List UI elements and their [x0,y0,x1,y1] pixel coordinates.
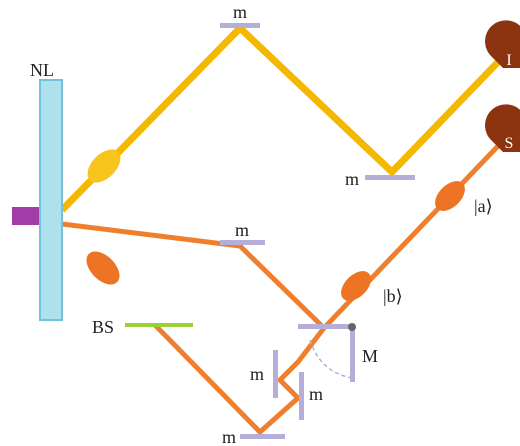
state-a-label: |a⟩ [474,196,493,216]
nonlinear-crystal [39,79,63,321]
detector-idler-shape [485,20,520,68]
detector-signal-label: S [505,135,514,152]
mirror-right-label: m [309,384,323,404]
signal-beam-lower-path [153,323,326,436]
mirror-bottom [240,434,285,439]
mirror-idler-label: m [345,169,359,189]
movable-mirror [298,324,354,329]
crystal-label: NL [30,60,54,80]
detector-idler: I [485,20,520,69]
mirror-top [220,23,260,28]
mirror-left [273,350,278,398]
movable-mirror-label: M [362,346,378,366]
mirror-top-label: m [233,2,247,22]
idler-photon-packet [87,149,121,183]
idler-beam-path [59,23,501,213]
signal-photon-packet-a [435,181,465,211]
signal-photon-packet-crystal [86,251,120,285]
movable-mirror-arc [309,339,353,379]
mirror-right [299,372,304,420]
beam-splitter [125,323,193,327]
mirror-idler [365,175,415,180]
mirror-left-label: m [250,364,264,384]
detector-idler-label: I [506,52,511,69]
movable-mirror-pivot [348,323,356,331]
beam-splitter-label: BS [92,317,114,337]
pump-beam [12,207,44,225]
mirror-bottom-label: m [222,427,236,446]
detector-signal-shape [485,104,520,152]
state-b-label: |b⟩ [383,286,403,306]
movable-mirror-hinge [350,330,355,382]
signal-photon-packet-b [341,271,371,301]
signal-beam-upper-path [61,144,500,332]
mirror-lower-top [220,240,265,245]
mirror-lower-top-label: m [235,220,249,240]
detector-signal: S [485,104,520,152]
